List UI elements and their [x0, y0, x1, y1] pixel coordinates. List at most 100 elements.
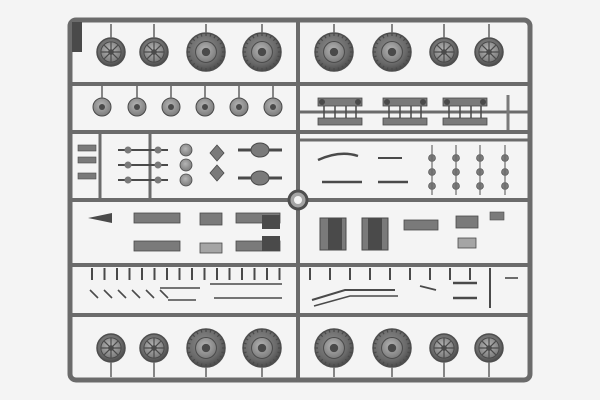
clip — [117, 289, 127, 299]
tread-notch — [317, 337, 321, 341]
hub — [257, 343, 267, 353]
tread-notch — [320, 334, 324, 338]
tread-notch — [256, 329, 259, 333]
tread-notch — [251, 361, 255, 365]
tread-notch — [209, 67, 212, 71]
tread-notch — [344, 358, 348, 362]
panel-inset — [368, 218, 382, 250]
tread-notch — [315, 46, 319, 49]
tread-notch — [195, 361, 199, 365]
frame-joint — [480, 99, 486, 105]
tread-notch — [328, 363, 331, 367]
frame-beam — [442, 97, 488, 107]
gear-disc — [179, 158, 193, 172]
hub — [151, 49, 157, 55]
tread-notch — [219, 59, 223, 63]
tread-notch — [320, 38, 324, 42]
tread-notch — [323, 331, 327, 335]
tread-notch — [375, 355, 379, 359]
bent-rod — [311, 289, 395, 301]
wheel — [186, 32, 226, 72]
tread-notch — [219, 337, 223, 341]
clip — [103, 289, 113, 299]
hub — [201, 47, 211, 57]
tread-notch — [277, 55, 281, 58]
tread-notch — [192, 38, 196, 42]
tread-notch — [256, 363, 259, 367]
clip — [145, 289, 155, 299]
tread-notch — [275, 337, 279, 341]
block — [199, 212, 223, 226]
gear-disc — [179, 173, 193, 187]
hub — [108, 345, 114, 351]
tread-notch — [192, 62, 196, 66]
tread-notch — [315, 342, 319, 345]
frame-runners — [67, 17, 533, 383]
tread-notch — [341, 331, 345, 335]
tread-notch — [195, 35, 199, 39]
hub — [387, 343, 397, 353]
tread-notch — [195, 65, 199, 69]
tread-notch — [402, 334, 406, 338]
wheel — [242, 328, 282, 368]
tread-notch — [275, 355, 279, 359]
axle-nut — [154, 146, 162, 154]
tread-notch — [344, 334, 348, 338]
tread-notch — [375, 41, 379, 45]
wheel — [96, 333, 126, 363]
hub — [257, 47, 267, 57]
block — [262, 236, 280, 251]
tread-notch — [402, 38, 406, 42]
tread-notch — [320, 358, 324, 362]
tread-notch — [347, 337, 351, 341]
tread-notch — [315, 55, 319, 58]
tread-notch — [269, 65, 273, 69]
tread-notch — [269, 35, 273, 39]
frame-joint — [384, 99, 390, 105]
tread-notch — [315, 351, 319, 354]
tread-notch — [341, 35, 345, 39]
hub — [201, 343, 211, 353]
hub-center — [168, 104, 174, 110]
tread-notch — [341, 361, 345, 365]
hub — [486, 49, 492, 55]
tread-notch — [221, 351, 225, 354]
tread-notch — [344, 38, 348, 42]
tread-notch — [405, 41, 409, 45]
frame-beam — [382, 97, 428, 107]
tread-notch — [200, 329, 203, 333]
beam — [133, 240, 181, 252]
wheel — [314, 32, 354, 72]
tread-notch — [277, 351, 281, 354]
tread-notch — [386, 67, 389, 71]
hub — [329, 47, 339, 57]
wheel — [372, 32, 412, 72]
tread-notch — [395, 33, 398, 37]
small-part — [489, 211, 505, 221]
hub-center — [236, 104, 242, 110]
wheel — [429, 333, 459, 363]
tread-notch — [219, 41, 223, 45]
tread-notch — [349, 342, 353, 345]
tread-notch — [265, 363, 268, 367]
wheel — [314, 328, 354, 368]
tread-notch — [216, 62, 220, 66]
tread-notch — [269, 331, 273, 335]
tread-notch — [187, 342, 191, 345]
tread-notch — [187, 351, 191, 354]
tread-notch — [402, 358, 406, 362]
suspension-frame — [442, 97, 488, 126]
tread-notch — [209, 33, 212, 37]
tread-notch — [200, 67, 203, 71]
tread-notch — [213, 65, 217, 69]
small-part — [77, 156, 97, 164]
hub-center — [270, 104, 276, 110]
hub — [486, 345, 492, 351]
axle-nut — [154, 176, 162, 184]
tread-notch — [221, 55, 225, 58]
tread-notch — [378, 334, 382, 338]
tread-notch — [243, 351, 247, 354]
tread-notch — [349, 351, 353, 354]
tread-notch — [277, 46, 281, 49]
